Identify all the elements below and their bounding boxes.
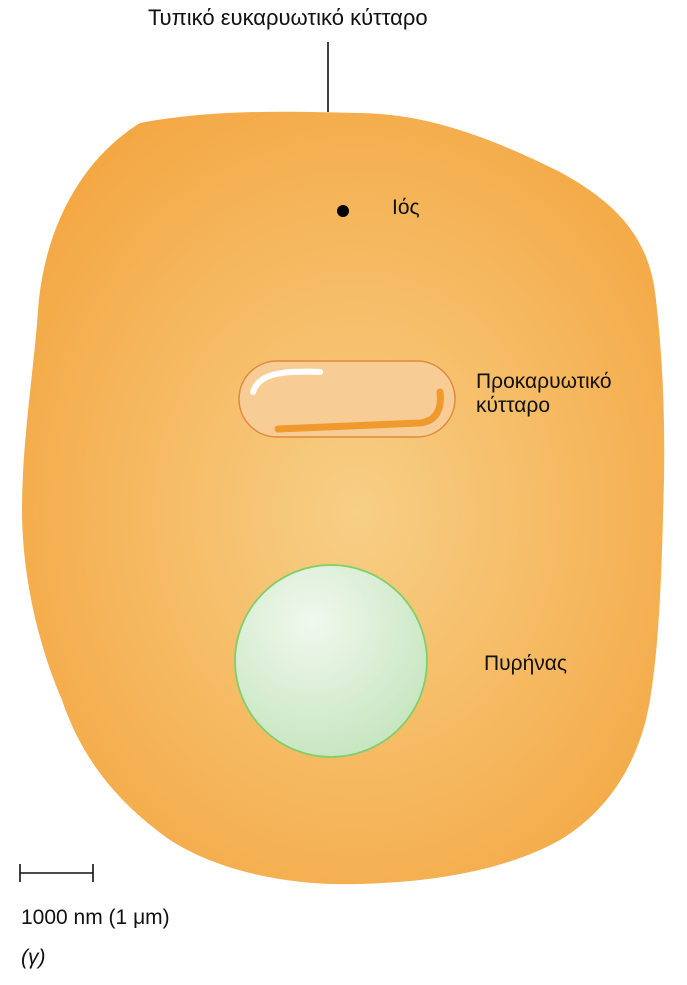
nucleus-label: Πυρήνας — [484, 652, 567, 676]
prokaryote-label-line1: Προκαρυωτικό — [476, 370, 612, 394]
prokaryotic-cell — [239, 361, 455, 437]
scale-bar — [20, 864, 93, 882]
cell-title-label: Τυπικό ευκαρυωτικό κύτταρο — [148, 6, 428, 30]
virus-dot — [337, 205, 349, 217]
prokaryote-label-line2: κύτταρο — [476, 394, 612, 418]
prokaryote-label: Προκαρυωτικό κύτταρο — [476, 370, 612, 418]
scale-bar-label: 1000 nm (1 μm) — [21, 906, 170, 930]
nucleus — [235, 565, 427, 757]
virus-label: Ιός — [392, 196, 420, 220]
eukaryotic-cell — [22, 112, 664, 884]
panel-label: (γ) — [21, 946, 46, 970]
